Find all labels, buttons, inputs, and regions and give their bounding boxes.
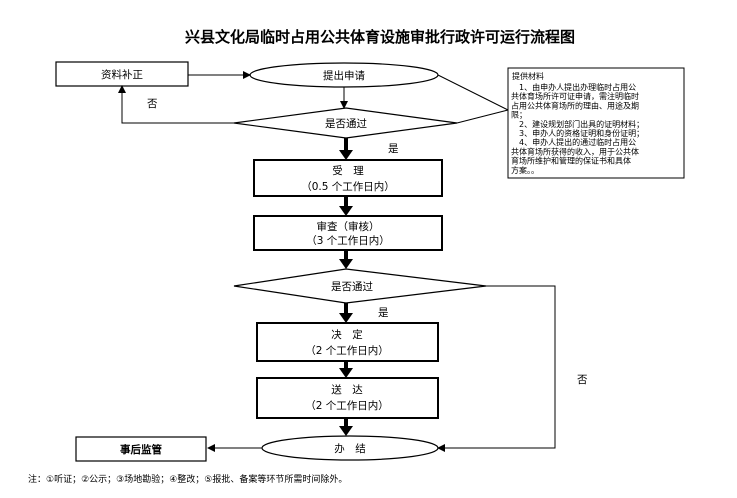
apply-label: 提出申请 xyxy=(323,69,365,82)
deliver-label: 送 达 xyxy=(331,383,363,396)
check1-diamond xyxy=(233,107,458,139)
page-title: 兴县文化局临时占用公共体育设施审批行政许可运行流程图 xyxy=(185,28,575,46)
arrowhead-check1-to-accept xyxy=(339,150,353,160)
decide-label: 决 定 xyxy=(331,328,363,341)
materials-line: 共体育场所许可证申请，需注明临时 xyxy=(511,91,639,101)
materials-box xyxy=(507,67,685,179)
review-label: 审查（审核） xyxy=(317,220,380,233)
review-time: （3 个工作日内） xyxy=(306,234,390,247)
materials-line: 育场所维护和管理的保证书和具体 xyxy=(511,156,631,166)
deliver-box xyxy=(256,377,439,419)
no-label-2: 否 xyxy=(577,374,588,386)
no-path-2 xyxy=(437,285,556,452)
materials-line: 限； xyxy=(511,111,527,120)
arrowhead-accept-to-review xyxy=(339,206,353,216)
accept-time: （0.5 个工作日内） xyxy=(301,180,395,193)
supervise-box xyxy=(75,436,207,462)
materials-line: 2、建设规划部门出具的证明材料； xyxy=(511,119,644,129)
deliver-time: （2 个工作日内） xyxy=(305,399,389,412)
arrowhead-check2-to-decide xyxy=(339,313,353,323)
footnote: 注：①听证；②公示；③场地勘验；④整改；⑤报批、备案等环节所需时间除外。 xyxy=(28,473,347,485)
supplement-label: 资料补正 xyxy=(101,68,143,81)
materials-text: 1、由申办人提出办理临时占用公共体育场所许可证申请，需注明临时占用公共体育场所的… xyxy=(511,82,644,175)
finish-label: 办 结 xyxy=(334,442,366,455)
materials-line: 3、申办人的资格证明和身份证明； xyxy=(511,128,644,138)
materials-line: 共体育场所获得的收入，用于公共体 xyxy=(511,146,639,156)
decide-time: （2 个工作日内） xyxy=(305,344,389,357)
materials-line: 占用公共体育场所的理由、用途及期 xyxy=(511,100,639,110)
supervise-label: 事后监管 xyxy=(120,443,162,456)
materials-line: 1、由申办人提出办理临时占用公 xyxy=(511,82,636,92)
callout-line-bottom xyxy=(456,109,509,124)
materials-heading: 提供材料 xyxy=(512,71,544,81)
materials-line: 方案。。 xyxy=(511,165,539,175)
no-label-1: 否 xyxy=(147,98,158,110)
no-path-1 xyxy=(118,85,234,124)
materials-line: 4、申办人提出的通过临时占用公 xyxy=(511,137,636,147)
check2-label: 是否通过 xyxy=(331,280,373,293)
yes-label-1: 是 xyxy=(388,143,399,155)
decide-box xyxy=(256,322,439,362)
arrowhead-deliver-to-finish xyxy=(339,426,353,436)
supplement-box xyxy=(55,61,189,87)
accept-box xyxy=(253,159,443,197)
accept-label: 受 理 xyxy=(332,165,364,177)
callout-line-top xyxy=(437,74,509,111)
arrowhead-review-to-check2 xyxy=(339,259,353,269)
yes-label-2: 是 xyxy=(378,307,389,319)
arrowhead-decide-to-deliver xyxy=(339,368,353,378)
check1-label: 是否通过 xyxy=(325,117,367,130)
